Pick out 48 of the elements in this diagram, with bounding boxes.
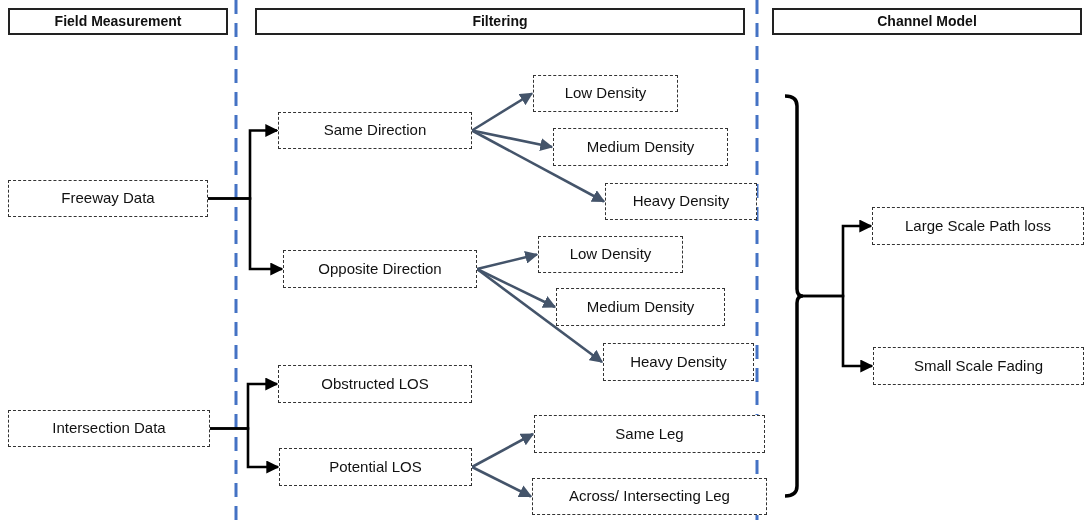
process-box (278, 365, 472, 403)
arrow (471, 129, 554, 151)
arrow (471, 432, 535, 469)
node-label: Heavy Density (632, 192, 730, 211)
process-box (8, 180, 208, 217)
node-label: Filtering (472, 12, 528, 31)
arrow (208, 197, 284, 276)
process-box (283, 250, 477, 288)
node-label: Same Leg (615, 424, 684, 444)
process-box (556, 288, 725, 326)
process-box (279, 448, 472, 486)
node-label: Heavy Density (630, 352, 727, 372)
process-box (553, 128, 728, 166)
process-box (8, 410, 210, 447)
node-label: Across/ Intersecting Leg (569, 487, 730, 506)
node-label: Medium Density (586, 297, 695, 317)
node-label: Same Direction (323, 121, 427, 140)
arrow (210, 427, 280, 474)
process-box (534, 415, 765, 453)
arrow (803, 294, 874, 373)
header-box (8, 8, 228, 35)
node-label: Opposite Direction (318, 259, 442, 279)
arrow (476, 250, 539, 271)
header-box (772, 8, 1082, 35)
process-box (533, 75, 678, 112)
arrow (471, 92, 534, 132)
node-label: Low Density (564, 84, 647, 103)
node-label: Freeway Data (61, 189, 155, 208)
node-label: Intersection Data (52, 419, 166, 438)
node-label: Channel Model (877, 12, 977, 31)
node-label: Small Scale Fading (913, 356, 1044, 376)
node-label: Obstructed LOS (321, 374, 429, 394)
arrow (471, 465, 533, 498)
process-box (532, 478, 767, 515)
curly-brace (785, 94, 803, 498)
arrow (471, 129, 606, 203)
node-label: Potential LOS (329, 457, 422, 477)
node-label: Field Measurement (54, 12, 182, 31)
process-box (603, 343, 754, 381)
node-label: Low Density (569, 245, 652, 264)
header-box (255, 8, 745, 35)
node-label: Large Scale Path loss (905, 216, 1051, 236)
process-box (872, 207, 1084, 245)
process-box (873, 347, 1084, 385)
process-box (605, 183, 757, 220)
process-box (538, 236, 683, 273)
process-box (278, 112, 472, 149)
node-label: Medium Density (586, 137, 695, 157)
